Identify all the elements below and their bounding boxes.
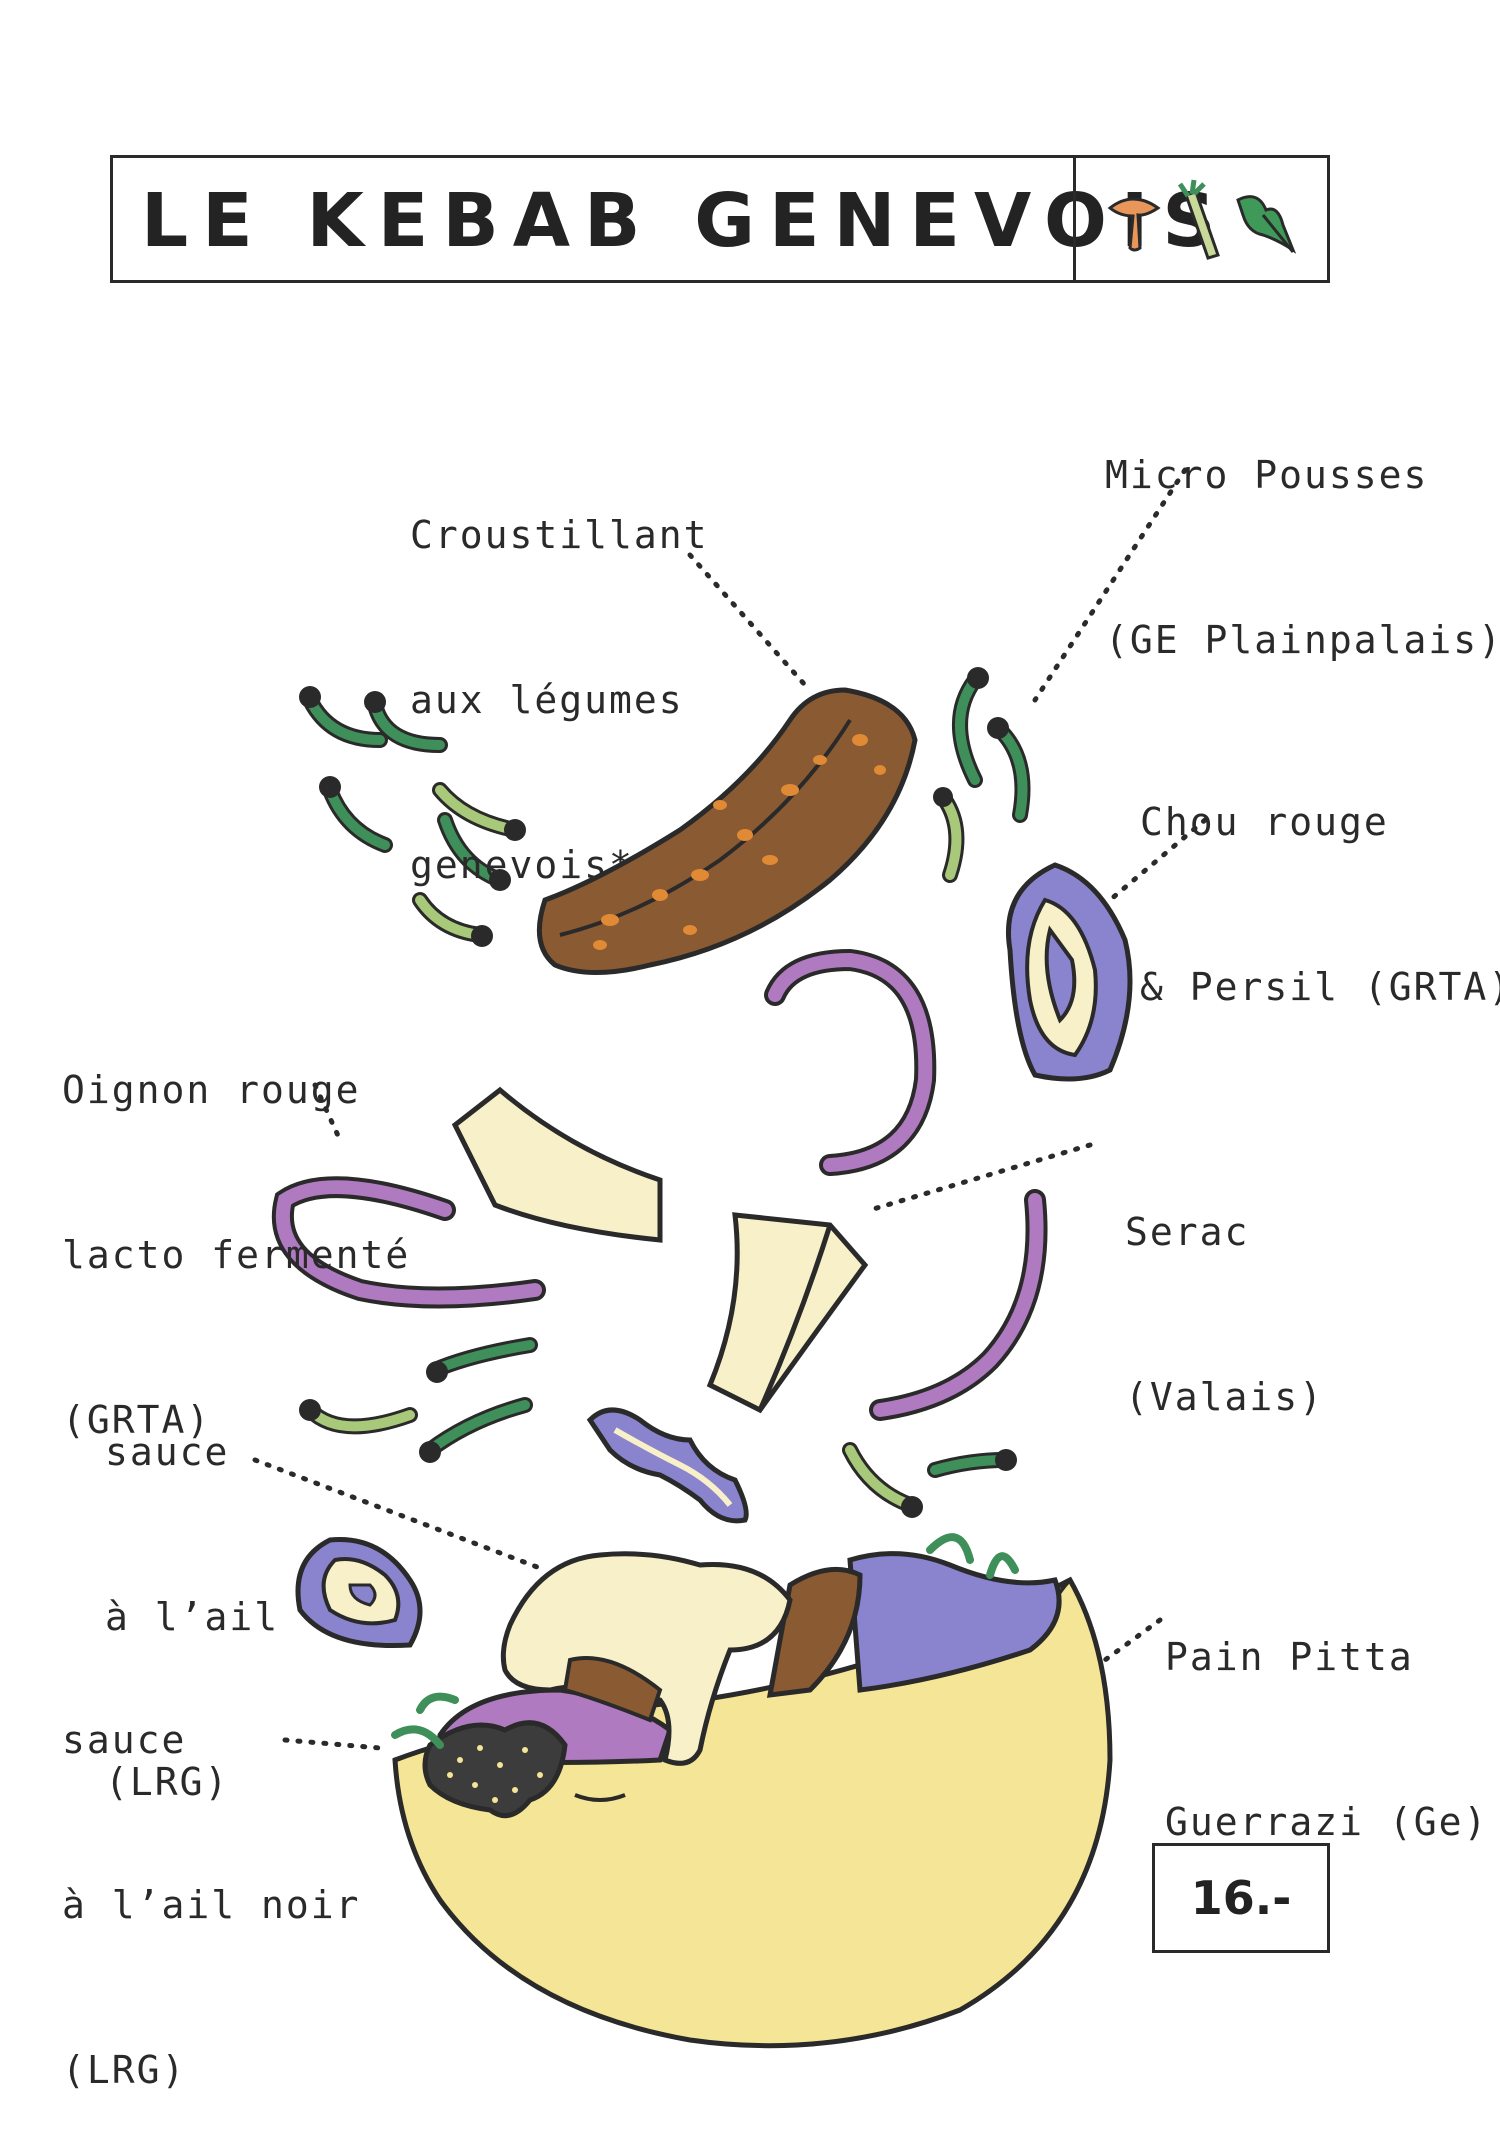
leader-oignon [312,1082,343,1143]
micro-sprouts-middle [299,1337,1017,1518]
label-sauce-ail: sauce à l’ail (LRG) [105,1430,280,1804]
pita-bread [392,1576,1113,2049]
label-serac: Serac (Valais) [1125,1210,1325,1419]
serac-cheese [451,1086,869,1414]
title-divider [1073,158,1076,280]
micro-sprouts-right [933,667,1031,883]
label-pain: Pain Pitta Guerrazi (Ge) [1165,1635,1489,1844]
herb-leaf-icon [1236,195,1297,254]
leader-croustillant [687,552,808,688]
black-garlic-sauce [391,1720,568,1819]
label-sauce-ail-noir: sauce à l’ail noir (LRG) [62,1718,361,2092]
title-box: LE KEBAB GENEVOIS [110,155,1330,283]
page-title: LE KEBAB GENEVOIS [141,178,1230,264]
red-cabbage-small [295,1537,423,1649]
label-chou-rouge: Chou rouge & Persil (GRTA) [1140,800,1500,1009]
title-icons [1107,179,1297,260]
leader-lines [252,467,1208,1751]
leader-serac [867,1142,1093,1213]
leader-sauce-ail [252,1457,548,1573]
price: 16.- [1190,1871,1292,1925]
croustillant-galette [536,687,918,975]
label-croustillant: Croustillant aux légumes genevois* [410,513,709,887]
leader-chou-rouge [1107,817,1208,903]
leek-icon [1177,179,1220,260]
red-cabbage-slice [1006,862,1133,1082]
price-box: 16.- [1152,1843,1330,1953]
leader-pain [1047,1617,1163,1703]
mushroom-icon [1107,197,1161,252]
leader-sauce-ail-noir [282,1737,383,1751]
red-cabbage-strip [586,1407,749,1524]
label-micro-pousses: Micro Pousses (GE Plainpalais) [1105,453,1500,662]
micro-sprouts-left [299,686,526,947]
red-onion-rings [271,948,1048,1421]
label-oignon: Oignon rouge lacto fermenté (GRTA) [62,1068,411,1442]
